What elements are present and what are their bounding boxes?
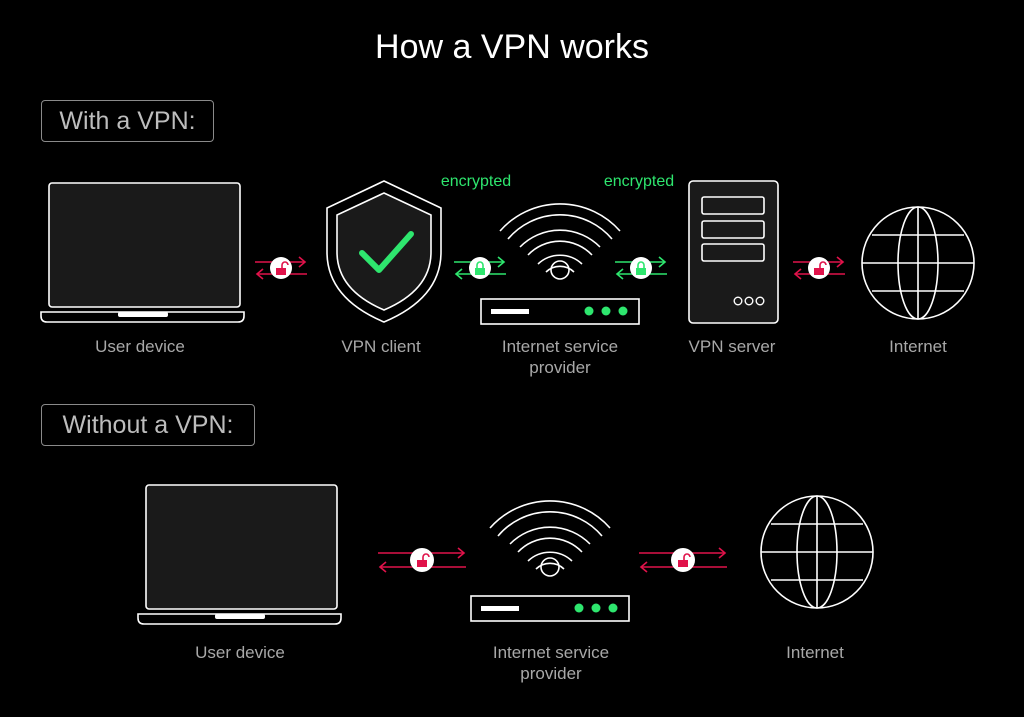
router-wifi-icon (470, 500, 630, 622)
encrypted-label: encrypted (440, 173, 512, 190)
server-icon (688, 180, 779, 324)
without-vpn-heading: Without a VPN: (41, 404, 255, 446)
vpn-server-label: VPN server (688, 337, 776, 356)
with-vpn-heading: With a VPN: (41, 100, 214, 142)
router-wifi-icon (480, 203, 640, 325)
page-title: How a VPN works (375, 28, 649, 66)
unencrypted-link-arrows (378, 547, 466, 573)
user-device-label: User device (95, 337, 185, 356)
shield-check-icon (326, 180, 442, 323)
globe-icon (760, 495, 874, 609)
internet-label: Internet (786, 643, 844, 662)
encrypted-link-arrows (615, 256, 667, 280)
isp-label: Internet service provider (480, 336, 640, 378)
encrypted-label: encrypted (603, 173, 675, 190)
unencrypted-link-arrows (255, 256, 307, 280)
vpn-client-label: VPN client (341, 337, 421, 356)
laptop-icon (137, 484, 342, 625)
globe-icon (861, 206, 975, 320)
isp-label-line2: provider (529, 358, 591, 377)
internet-label: Internet (889, 337, 947, 356)
user-device-label: User device (195, 643, 285, 662)
unencrypted-link-arrows (639, 547, 727, 573)
laptop-icon (40, 182, 245, 323)
isp-label-line2: provider (520, 664, 582, 683)
encrypted-link-arrows (454, 256, 506, 280)
isp-label-line1: Internet service (501, 337, 619, 356)
unencrypted-link-arrows (793, 256, 845, 280)
isp-label-line1: Internet service (492, 643, 610, 662)
isp-label: Internet service provider (471, 642, 631, 684)
